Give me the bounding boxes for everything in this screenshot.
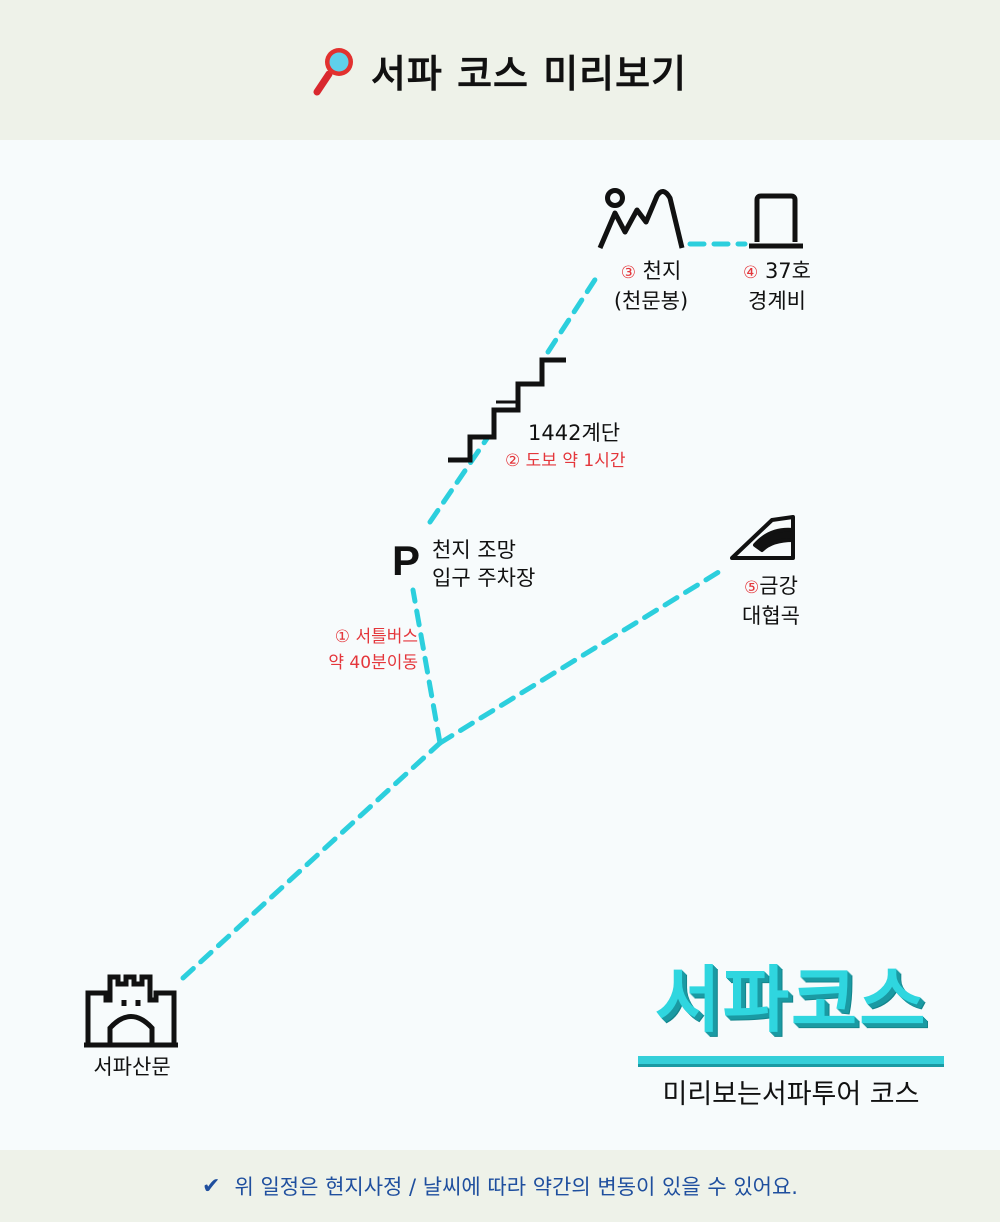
- stop-name-line2: 대협곡: [742, 604, 800, 628]
- stop-name-line1: 천지 조망: [432, 538, 516, 562]
- parking-icon: P: [392, 537, 420, 584]
- canyon-icon: [730, 515, 795, 560]
- stop-note: 도보 약 1시간: [525, 451, 626, 471]
- stop-number: ③: [620, 263, 636, 283]
- map-canvas: [0, 140, 1000, 1150]
- brand-underline: [638, 1056, 944, 1067]
- stop-name-line1: 금강: [759, 574, 798, 598]
- route-line-gate-to-junction: [180, 740, 443, 981]
- stop-number: ②: [505, 451, 521, 471]
- stop-stairs-note: ② 도보 약 1시간: [505, 447, 725, 475]
- stop-parking-label: 천지 조망 입구 주차장: [432, 536, 632, 592]
- gate-castle-icon: [84, 974, 178, 1048]
- stop-name: 1442계단: [528, 421, 621, 445]
- stop-marker-label: ④ 37호 경계비: [722, 257, 832, 315]
- stop-canyon-label: ⑤금강 대협곡: [716, 572, 826, 630]
- stop-name-line2: (천문봉): [613, 289, 689, 313]
- stop-gate-label: 서파산문: [70, 1053, 194, 1081]
- route-line-stairs-to-summit: [545, 269, 603, 355]
- stop-name: 서파산문: [93, 1055, 171, 1079]
- stop-number: ①: [334, 627, 351, 647]
- page-title: 서파 코스 미리보기: [370, 51, 688, 96]
- footer-text: 위 일정은 현지사정 / 날씨에 따라 약간의 변동이 있을 수 있어요.: [234, 1175, 798, 1199]
- mountain-hiker-icon: [597, 188, 685, 249]
- stop-shuttle-label: ① 서틀버스 약 40분이동: [298, 624, 418, 676]
- route-line-junction-to-parking: [410, 587, 443, 746]
- stop-name-line2: 경계비: [748, 289, 806, 313]
- footer-notice: ✔ 위 일정은 현지사정 / 날씨에 따라 약간의 변동이 있을 수 있어요.: [0, 1150, 1000, 1222]
- shuttle-line2: 약 40분이동: [328, 653, 418, 673]
- boundary-stone-icon: [749, 193, 803, 249]
- check-icon: ✔: [202, 1173, 221, 1199]
- stop-name-line1: 천지: [642, 259, 682, 283]
- stop-stairs-label: 1442계단: [528, 419, 728, 447]
- stop-number: ④: [743, 263, 759, 283]
- stairs-icon: [448, 357, 566, 463]
- stop-name-line2: 입구 주차장: [432, 566, 536, 590]
- stop-number: ⑤: [744, 578, 760, 598]
- header-banner: 서파 코스 미리보기: [0, 0, 1000, 140]
- route-line-parking-to-stairs: [427, 434, 491, 525]
- magnifier-icon: [313, 48, 353, 96]
- route-line-junction-to-canyon: [437, 567, 725, 746]
- shuttle-line1: 서틀버스: [355, 627, 418, 647]
- stop-summit-label: ③ 천지 (천문봉): [596, 257, 706, 315]
- stop-name-line1: 37호: [764, 259, 811, 283]
- brand-subtitle: 미리보는서파투어 코스: [662, 1079, 920, 1110]
- brand-title: 서파코스: [654, 958, 928, 1042]
